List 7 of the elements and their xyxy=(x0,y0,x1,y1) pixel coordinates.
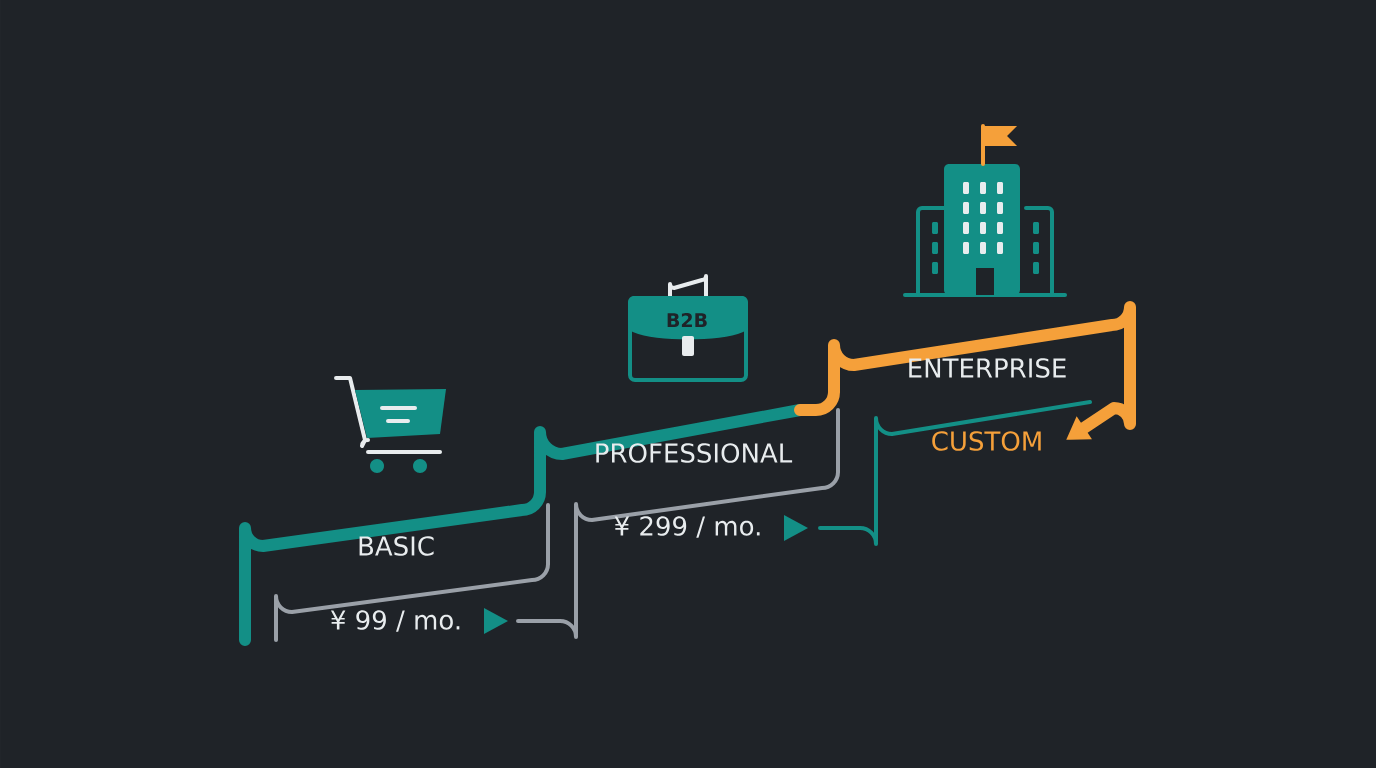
tier-name: ENTERPRISE xyxy=(909,358,1066,378)
icon-label: B2B xyxy=(667,312,707,328)
tier-name: CUSTOM xyxy=(932,431,1041,451)
tier-name: PROFESSIONAL xyxy=(596,443,793,463)
price-text: ¥ 299 / mo. xyxy=(614,516,760,538)
tier-name: BASIC xyxy=(359,536,434,556)
price-text: ¥ 99 / mo. xyxy=(330,610,460,632)
